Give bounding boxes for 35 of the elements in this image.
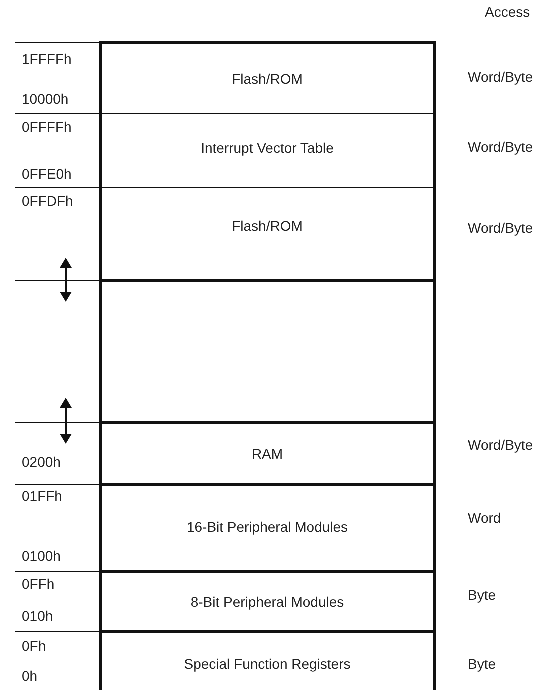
memory-block: [99, 630, 436, 690]
address-label: 0FFDFh: [22, 193, 74, 209]
memory-block: [99, 187, 436, 282]
access-label: Byte: [468, 656, 496, 672]
memory-block: [99, 570, 436, 632]
column-heading: Access: [485, 4, 530, 20]
address-label: 0FFFFh: [22, 119, 72, 135]
block-label: 8-Bit Peripheral Modules: [190, 594, 346, 610]
access-label: Word/Byte: [468, 139, 534, 155]
memory-block: [99, 421, 436, 485]
address-label: 010h: [22, 608, 54, 624]
address-label: 01FFh: [22, 488, 62, 504]
address-label: 0200h: [22, 454, 61, 470]
address-label: 10000h: [22, 91, 69, 107]
block-label: RAM: [250, 446, 284, 462]
block-label: Flash/ROM: [231, 218, 304, 234]
address-label: 0h: [22, 668, 38, 684]
address-label: 0100h: [22, 548, 61, 564]
block-label: Special Function Registers: [183, 656, 352, 672]
access-label: Word/Byte: [468, 437, 534, 453]
access-label: Word/Byte: [468, 220, 534, 236]
address-label: 0FFE0h: [22, 166, 72, 182]
block-label: Flash/ROM: [231, 71, 304, 87]
memory-block: [99, 279, 436, 423]
block-label: 16-Bit Peripheral Modules: [186, 519, 350, 535]
access-label: Byte: [468, 587, 496, 603]
memory-block: [99, 41, 436, 114]
address-label: 1FFFFh: [22, 51, 72, 67]
address-label: 0FFh: [22, 576, 55, 592]
address-label: 0Fh: [22, 638, 46, 654]
access-label: Word: [468, 510, 502, 526]
memory-block: [99, 483, 436, 572]
access-label: Word/Byte: [468, 69, 534, 85]
memory-block: [99, 113, 436, 189]
block-label: Interrupt Vector Table: [200, 140, 335, 156]
